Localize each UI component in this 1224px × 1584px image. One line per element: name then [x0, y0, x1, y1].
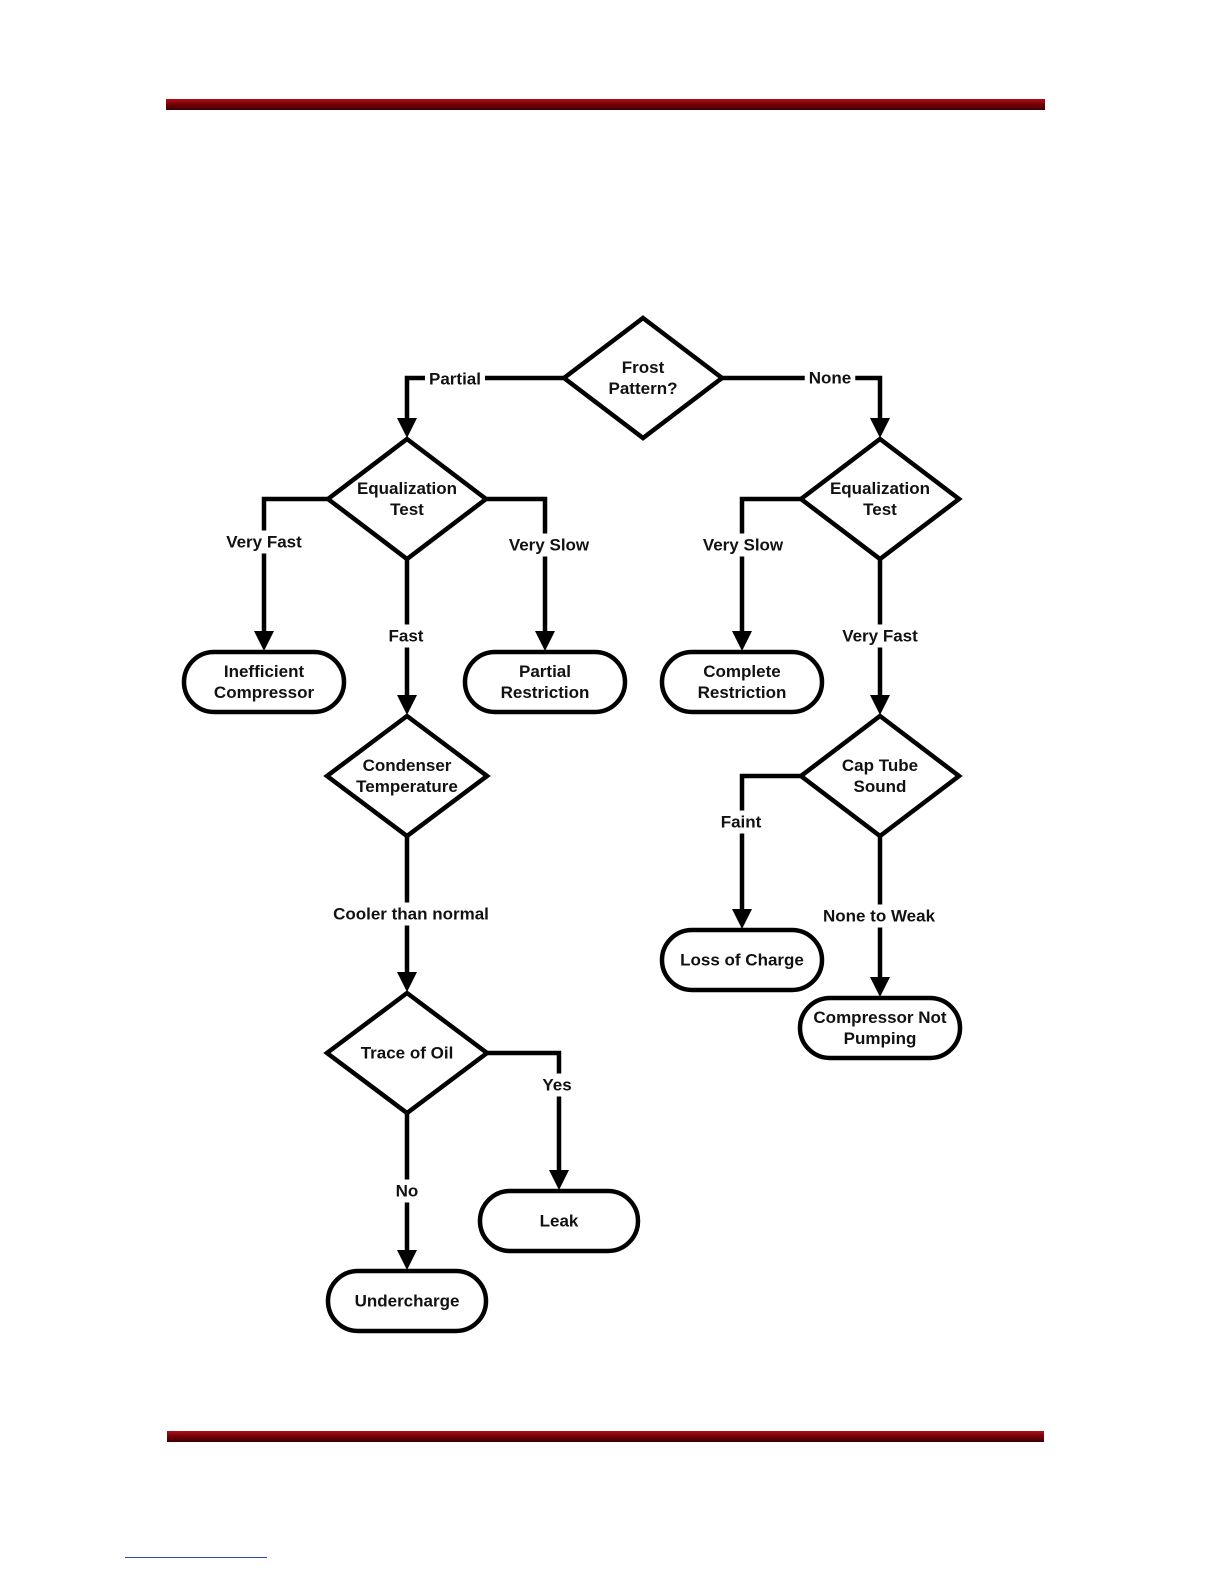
node-label: Inefficient: [224, 662, 305, 681]
connector-line: [739, 773, 801, 909]
footer-rule: [167, 1431, 1044, 1442]
node-label: Equalization: [357, 479, 457, 498]
arrow-head-icon: [870, 977, 890, 997]
arrow-head-icon: [397, 695, 417, 715]
terminal-pill: [659, 649, 825, 715]
node-label: Test: [390, 500, 424, 519]
terminal-pill: [477, 1188, 641, 1254]
edge-label: No: [396, 1182, 419, 1201]
edge-cap-tube-to-loss-charge: Faint: [716, 773, 801, 929]
outcome-undercharge: Undercharge: [325, 1268, 489, 1334]
edge-label: None to Weak: [823, 907, 936, 926]
decision-diamond: [323, 990, 491, 1116]
arrow-head-icon: [732, 631, 752, 651]
edge-label: Very Slow: [509, 536, 590, 555]
edge-label: Very Fast: [842, 627, 918, 646]
node-label: Test: [863, 500, 897, 519]
node-label: Pumping: [844, 1029, 917, 1048]
node-label: Cap Tube: [842, 756, 918, 775]
node-label: Restriction: [698, 683, 787, 702]
terminal-pill: [462, 649, 628, 715]
edge-eq-left-to-condenser: Fast: [384, 559, 428, 715]
edge-label: Very Slow: [703, 536, 784, 555]
arrow-head-icon: [549, 1170, 569, 1190]
decision-diamond: [323, 713, 491, 839]
terminal-pill: [797, 995, 963, 1061]
edge-label: Cooler than normal: [333, 905, 489, 924]
edge-eq-right-to-complete-restriction: Very Slow: [698, 496, 801, 651]
arrow-head-icon: [397, 418, 417, 438]
edge-eq-left-to-inefficient: Very Fast: [222, 496, 328, 651]
node-label: Frost: [622, 358, 665, 377]
node-label: Trace of Oil: [361, 1044, 454, 1063]
terminal-pill: [659, 927, 825, 993]
node-label: Loss of Charge: [680, 951, 804, 970]
node-label: Leak: [540, 1212, 579, 1231]
node-label: Equalization: [830, 479, 930, 498]
arrow-head-icon: [870, 418, 890, 438]
outcome-loss-charge: Loss of Charge: [659, 927, 825, 993]
node-label: Restriction: [501, 683, 590, 702]
decision-trace-oil: Trace of Oil: [323, 990, 491, 1116]
arrow-head-icon: [870, 695, 890, 715]
node-label: Compressor: [214, 683, 315, 702]
edge-label: None: [809, 369, 852, 388]
edge-label: Fast: [389, 627, 424, 646]
connector-line: [486, 496, 548, 631]
edge-label: Yes: [542, 1076, 571, 1095]
connector-line: [739, 496, 801, 631]
arrow-head-icon: [397, 972, 417, 992]
edge-label: Partial: [429, 370, 481, 389]
node-label: Sound: [854, 777, 907, 796]
edge-trace-oil-to-leak: Yes: [487, 1050, 576, 1190]
edge-frost-to-eq-right: None: [722, 366, 890, 438]
edge-eq-left-to-partial-restriction: Very Slow: [486, 496, 594, 651]
node-label: Compressor Not: [813, 1008, 947, 1027]
decision-diamond: [324, 436, 490, 562]
edge-label: Very Fast: [226, 533, 302, 552]
arrow-head-icon: [535, 631, 555, 651]
connector-line: [722, 375, 883, 418]
edge-eq-right-to-cap-tube: Very Fast: [838, 559, 923, 715]
arrow-head-icon: [732, 909, 752, 929]
outcome-leak: Leak: [477, 1188, 641, 1254]
decision-diamond: [560, 315, 726, 441]
header-rule: [166, 99, 1045, 110]
decision-diamond: [797, 436, 963, 562]
edge-condenser-to-trace-oil: Cooler than normal: [329, 836, 493, 992]
edge-trace-oil-to-undercharge: No: [391, 1113, 423, 1270]
node-label: Condenser: [363, 756, 452, 775]
terminal-pill: [325, 1268, 489, 1334]
node-label: Partial: [519, 662, 571, 681]
node-label: Temperature: [356, 777, 458, 796]
terminal-pill: [181, 649, 347, 715]
edge-cap-tube-to-compressor-not-pumping: None to Weak: [818, 836, 940, 997]
footnote-separator: [125, 1557, 267, 1558]
decision-diamond: [797, 713, 963, 839]
connector-line: [487, 1050, 562, 1170]
edge-label: Faint: [721, 813, 762, 832]
node-label: Undercharge: [355, 1292, 460, 1311]
node-label: Complete: [703, 662, 780, 681]
arrow-head-icon: [254, 631, 274, 651]
arrow-head-icon: [397, 1250, 417, 1270]
node-label: Pattern?: [609, 379, 678, 398]
edge-frost-to-eq-left: Partial: [397, 367, 564, 438]
connector-line: [404, 375, 564, 418]
connector-line: [261, 496, 328, 631]
